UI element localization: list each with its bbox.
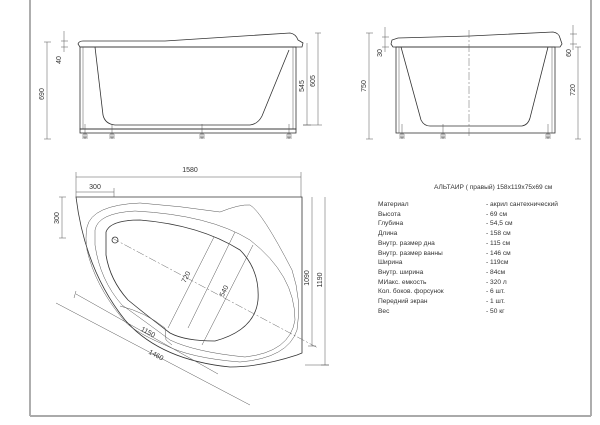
- side-dimension-lines: [366, 25, 581, 140]
- spec-row: Высота - 69 см: [378, 210, 507, 220]
- spec-value: - 158 см: [486, 230, 511, 238]
- spec-value: - 50 кг: [486, 307, 505, 315]
- dim-top-width: 1190: [317, 272, 324, 287]
- spec-label: Внутр. размер ванны: [378, 249, 443, 257]
- spec-label: Длина: [378, 230, 398, 238]
- dim-top-length: 1580: [182, 167, 198, 174]
- spec-row: Внутр. ширина - 84см: [378, 268, 505, 278]
- spec-label: Материал: [378, 201, 409, 208]
- dim-top-inner-width-b: 540: [219, 284, 231, 298]
- dim-front-rim: 40: [56, 56, 63, 64]
- spec-label: МИакс. емкость: [378, 278, 427, 286]
- spec-label: Кол. боков. форсунок: [378, 288, 444, 296]
- spec-value: - 115 см: [486, 239, 511, 247]
- spec-label: Передний экран: [378, 298, 428, 305]
- dim-front-depth-b: 605: [310, 75, 317, 87]
- spec-value: - 69 см: [486, 210, 508, 218]
- dim-top-diag-length: 1460: [147, 349, 164, 363]
- spec-value: - акрил сантехнический: [486, 201, 558, 208]
- spec-row: Кол. боков. форсунок - 6 шт.: [378, 287, 505, 297]
- dim-side-height: 750: [361, 80, 368, 92]
- spec-label: Вес: [378, 307, 390, 315]
- side-view: 750 30 60 720: [361, 25, 581, 140]
- spec-value: - 146 см: [486, 249, 511, 257]
- dim-front-depth-a: 545: [299, 80, 306, 92]
- dim-top-inner-width-a: 720: [181, 270, 193, 284]
- dim-side-rim-right: 60: [566, 49, 573, 57]
- spec-row: Материал - акрил сантехнический: [378, 200, 558, 210]
- spec-row: Вес - 50 кг: [378, 307, 504, 317]
- spec-label: Ширина: [378, 259, 403, 267]
- spec-row: Длина - 158 см: [378, 229, 511, 239]
- spec-row: МИакс. емкость - 320 л: [378, 278, 507, 288]
- spec-row: Передний экран - 1 шт.: [378, 297, 505, 307]
- top-dimension-lines: [55, 172, 329, 406]
- spec-label: Высота: [378, 210, 401, 218]
- dim-side-rim-left: 30: [377, 49, 384, 57]
- side-legs: [399, 124, 551, 139]
- spec-label: Внутр. размер дна: [378, 239, 435, 247]
- product-title: АЛЬТАИР ( правый) 158х119х75х69 см: [434, 184, 553, 191]
- dim-top-corner-x: 300: [89, 184, 101, 191]
- spec-value: - 119см: [486, 259, 509, 267]
- spec-row: Ширина - 119см: [378, 258, 508, 268]
- spec-value: - 320 л: [486, 278, 507, 286]
- front-dimension-lines: [44, 31, 322, 140]
- spec-label: Внутр. ширина: [378, 268, 424, 276]
- spec-value: - 6 шт.: [486, 288, 505, 296]
- dim-top-corner-y: 300: [54, 212, 61, 224]
- spec-row: Внутр. размер ванны - 146 см: [378, 249, 511, 259]
- spec-label: Глубина: [378, 220, 404, 228]
- spec-value: - 84см: [486, 268, 506, 276]
- spec-row: Внутр. размер дна - 115 см: [378, 239, 510, 249]
- front-legs: [82, 124, 292, 139]
- spec-row: Глубина - 54,5 см: [378, 219, 513, 229]
- spec-value: - 54,5 см: [486, 220, 513, 228]
- spec-value: - 1 шт.: [486, 298, 505, 305]
- front-view: 690 40 545 605: [39, 31, 322, 140]
- dim-front-height: 690: [39, 88, 46, 100]
- top-view: 1580 300 300 1090 1190 1150 1460 720 540: [54, 167, 329, 406]
- dim-side-height-right: 720: [570, 84, 577, 96]
- dim-top-width-inner: 1090: [304, 270, 311, 286]
